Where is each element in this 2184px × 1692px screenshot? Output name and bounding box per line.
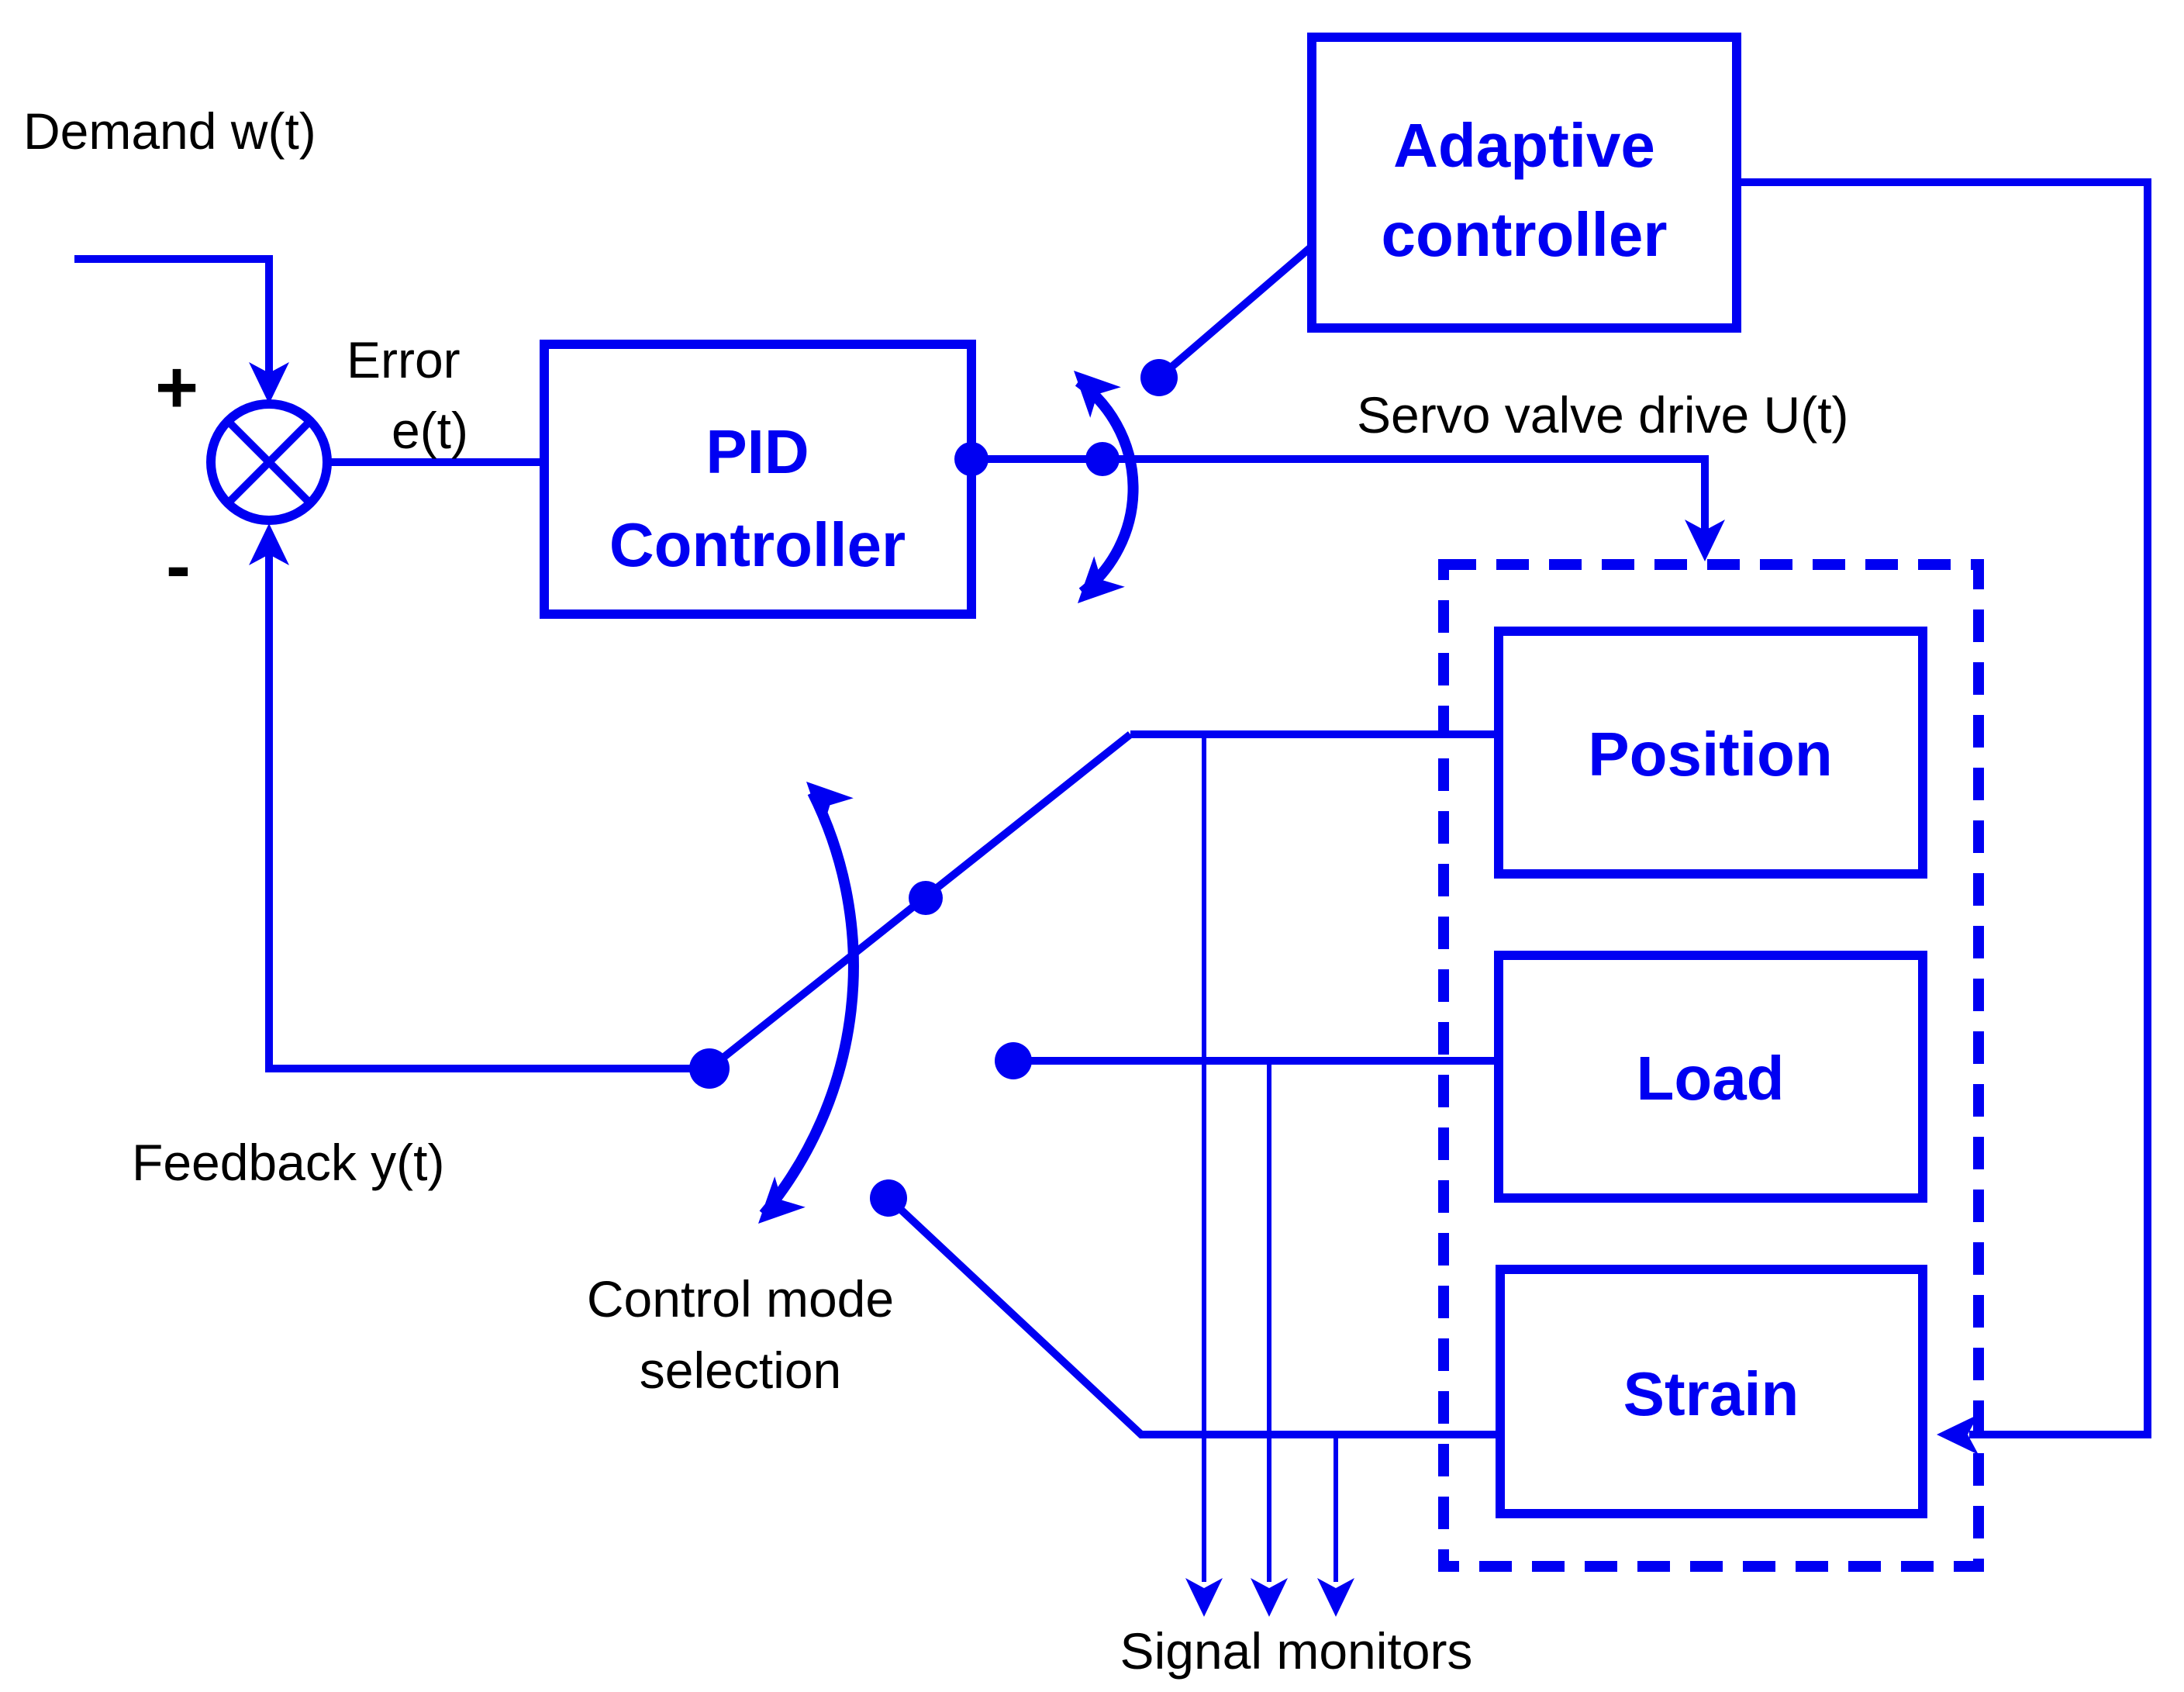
adaptive-switch-arc-icon — [1075, 377, 1139, 597]
feedback-wire — [265, 532, 709, 1072]
strain-box — [1496, 1265, 1927, 1518]
monitor-arrowhead-1-icon — [1185, 1578, 1223, 1617]
servo-label: Servo valve drive U(t) — [1357, 386, 1849, 444]
position-box — [1494, 627, 1927, 879]
error-label-line2: e(t) — [392, 402, 468, 459]
pid-label-line2: Controller — [609, 510, 906, 579]
strain-tap-wire — [885, 1195, 1500, 1438]
adaptive-arc-arrowhead-down-icon — [1078, 556, 1125, 603]
mode-arm-dot — [909, 881, 943, 915]
signal-monitors-label: Signal monitors — [1120, 1622, 1473, 1680]
error-label-line1: Error — [347, 331, 461, 388]
pid-controller-block: PID Controller — [540, 340, 976, 619]
summing-junction-cross — [226, 419, 312, 506]
adaptive-arm-dot — [1140, 359, 1178, 396]
feedback-arrowhead-icon — [249, 523, 289, 565]
demand-wire — [74, 255, 273, 392]
feedback-pivot-dot — [689, 1048, 730, 1089]
control-mode-label-line1: Control mode — [587, 1270, 894, 1328]
pid-label-line1: PID — [706, 417, 809, 486]
adaptive-controller-box — [1307, 33, 1741, 333]
pid-controller-box — [540, 340, 976, 619]
adaptive-controller-block: Adaptive controller — [1307, 33, 1741, 333]
plus-sign: + — [155, 346, 198, 429]
servo-arrowhead-icon — [1685, 520, 1725, 561]
strain-contact-dot — [870, 1179, 907, 1217]
load-block: Load — [1494, 951, 1927, 1203]
control-mode-label-line2: selection — [640, 1342, 842, 1399]
strain-block: Strain — [1496, 1265, 1927, 1518]
monitor-arrowhead-2-icon — [1251, 1578, 1288, 1617]
demand-label: Demand w(t) — [23, 102, 316, 160]
servo-switch-dot — [1085, 442, 1120, 476]
strain-input-arrowhead-icon — [1937, 1414, 1979, 1455]
plant-dashed-box — [1438, 559, 1984, 1572]
demand-arrowhead-icon — [249, 362, 289, 404]
monitor-arrowhead-3-icon — [1317, 1578, 1354, 1617]
feedback-label: Feedback y(t) — [132, 1134, 444, 1191]
mode-arc-arrowhead-down-icon — [758, 1176, 806, 1224]
load-contact-dot — [995, 1042, 1032, 1079]
adaptive-label-line1: Adaptive — [1393, 111, 1655, 180]
mode-switch-arc-icon — [759, 789, 859, 1218]
position-label: Position — [1588, 720, 1833, 789]
servo-wire — [971, 455, 1709, 552]
load-label: Load — [1636, 1044, 1784, 1113]
load-box — [1494, 951, 1927, 1203]
adaptive-switch-arm — [1156, 242, 1316, 381]
minus-sign: - — [166, 524, 191, 607]
summing-junction-icon — [206, 399, 332, 525]
mode-arc-arrowhead-up-icon — [806, 782, 854, 829]
adaptive-label-line2: controller — [1382, 200, 1668, 269]
pid-output-dot — [954, 442, 988, 476]
strain-label: Strain — [1623, 1359, 1799, 1428]
position-block: Position — [1494, 627, 1927, 879]
adaptive-output-wire — [1737, 178, 2151, 1438]
